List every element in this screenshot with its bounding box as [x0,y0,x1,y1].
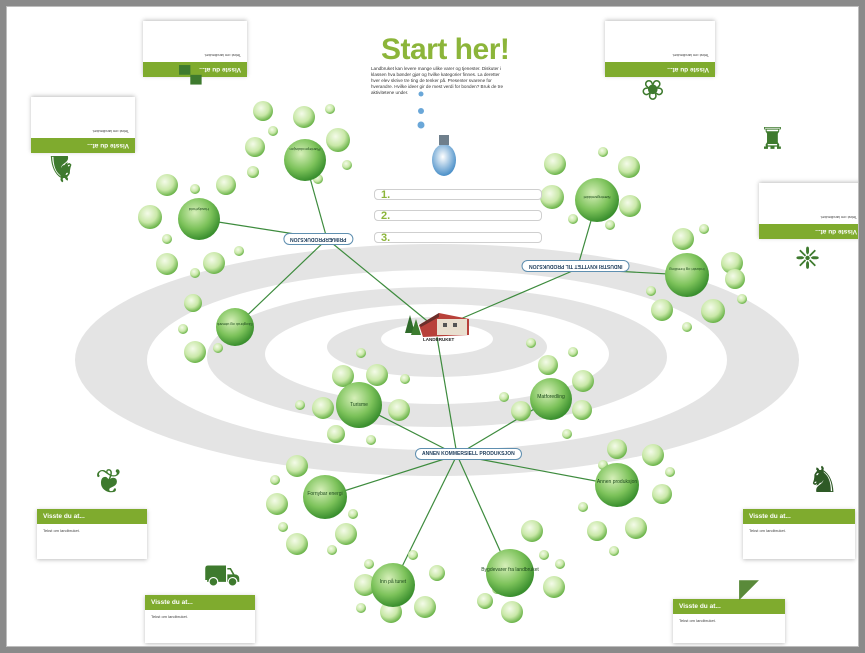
intro-text: Landbruket kan levere mange ulike varer … [371,66,504,95]
fact-card: Visste du at... Tekst om landbruket. [37,509,147,559]
grapes-icon: ❈ [795,240,821,273]
fact-card: Visste du at... Tekst om landbruket. [31,97,135,153]
fact-card: Visste du at... Tekst om landbruket. [673,599,785,643]
fact-card-body: Tekst om landbruket. [672,53,709,58]
cow-icon: ♜ [759,120,786,153]
fact-card-body: Tekst om landbruket. [204,53,241,58]
cluster-label: Turisme [350,402,368,408]
cheese-icon: ◤ [739,573,759,603]
lightbulb-icon [432,135,456,176]
cluster-label: Matforedling [537,394,565,400]
fact-card: Visste du at... Tekst om landbruket. [743,509,855,559]
poster: Start her! Landbruket kan levere mange u… [6,6,859,647]
fact-card: Visste du at... Tekst om landbruket. [759,183,858,239]
answer-box-label: 1. [381,188,391,201]
hub-industry: INDUSTRI KNYTTET TIL PRODUKSJON [522,260,630,272]
cluster-label: Husdyrhold [188,207,210,212]
fact-card-body: Tekst om landbruket. [43,528,80,533]
fact-card-head: Visste du at... [759,224,858,239]
fact-card-head: Visste du at... [37,509,147,524]
page-title: Start her! [381,33,510,66]
answer-box-3[interactable]: 3. [374,231,542,244]
answer-box-label: 3. [381,231,391,244]
cluster-label: Industri og foredling [669,267,705,272]
cluster-label: Bygdevarer fra landbruket [481,567,539,573]
mindmap-diagram [75,91,799,623]
cluster-label: Næringsmiddel [583,195,611,200]
cluster-label: Skogbruk og utmark [217,322,253,327]
harvester-icon: ▀▄ [179,66,202,83]
answer-box-label: 2. [381,209,391,222]
answer-box-2[interactable]: 2. [374,209,542,222]
vegetables-icon: ❀ [641,74,665,105]
fact-card-body: Tekst om landbruket. [749,528,786,533]
plant-icon: ❦ [95,463,124,501]
fact-card: Visste du at... Tekst om landbruket. [605,21,715,77]
fact-card-body: Tekst om landbruket. [151,614,188,619]
cluster-label: Annen produksjon [596,479,638,485]
farm-illustration [405,313,469,337]
bird-icon: ♞ [807,459,840,500]
cluster-label: Planteproduksjon [289,147,321,152]
fact-card: Visste du at... Tekst om landbruket. [145,595,255,643]
fact-card-head: Visste du at... [673,599,785,614]
center-label: LANDBRUKET [423,337,455,342]
small-bubbles [138,91,747,623]
fact-card-body: Tekst om landbruket. [679,618,716,623]
cluster-bubbles [178,139,709,607]
hub-primary: PRIMÆRPRODUKSJON [283,233,354,245]
hub-other: ANNEN KOMMERSIELL PRODUKSJON [415,448,522,460]
fact-card-body: Tekst om landbruket. [92,129,129,134]
fact-card-body: Tekst om landbruket. [820,215,857,220]
cluster-label: Fornybar energi [307,491,343,497]
fact-card-head: Visste du at... [743,509,855,524]
fact-card-head: Visste du at... [145,595,255,610]
answer-box-1[interactable]: 1. [374,188,542,201]
cluster-label: Inn på tunet [379,579,407,585]
tractor-icon: ⛟ [203,559,241,592]
goat-icon: ♞ [45,148,78,189]
